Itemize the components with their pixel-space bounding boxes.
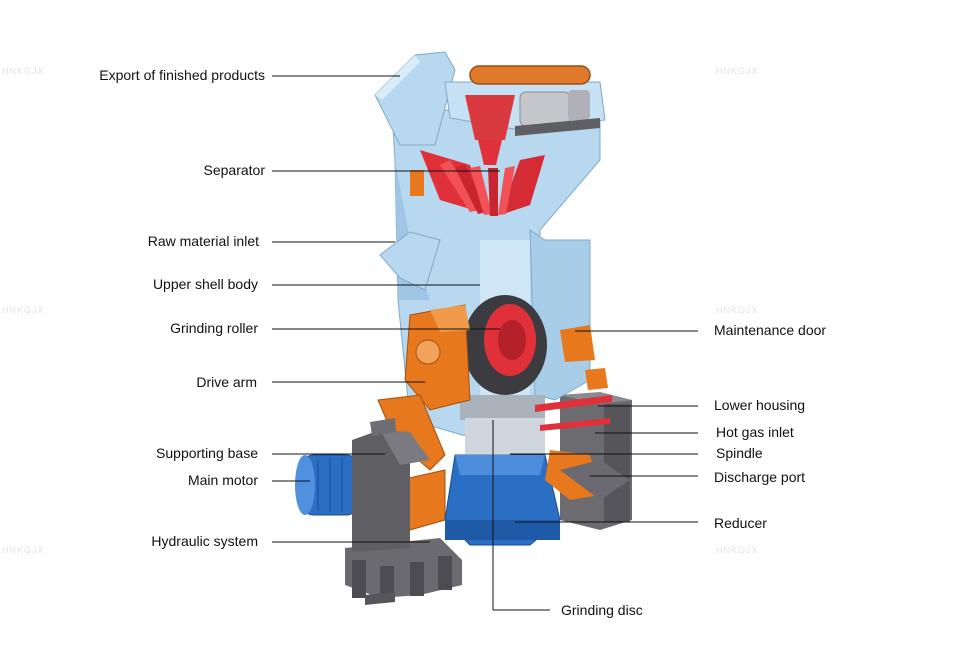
watermark: HNKGJX bbox=[716, 545, 759, 555]
label-lower-housing: Lower housing bbox=[714, 397, 806, 413]
label-spindle: Spindle bbox=[716, 445, 763, 461]
watermark: HNKGJX bbox=[2, 66, 45, 76]
reducer-body bbox=[444, 454, 561, 546]
label-grinding-roller: Grinding roller bbox=[170, 320, 258, 336]
label-maintenance-door: Maintenance door bbox=[714, 322, 827, 338]
watermark: HNKGJX bbox=[716, 305, 759, 315]
label-discharge-port: Discharge port bbox=[714, 469, 806, 485]
drive-arm bbox=[377, 304, 608, 531]
label-hot-gas-inlet: Hot gas inlet bbox=[716, 424, 794, 440]
label-upper-shell-body: Upper shell body bbox=[152, 276, 258, 292]
separator-drive bbox=[469, 65, 600, 136]
supporting-base bbox=[352, 418, 430, 552]
watermark: HNKGJX bbox=[2, 545, 45, 555]
discharge-port-shape bbox=[545, 450, 630, 500]
label-supporting-base: Supporting base bbox=[156, 445, 258, 461]
foundation-frame bbox=[345, 538, 462, 605]
watermark: HNKGJX bbox=[2, 305, 45, 315]
label-drive-arm: Drive arm bbox=[196, 374, 257, 390]
label-reducer: Reducer bbox=[714, 515, 767, 531]
grinding-assembly bbox=[460, 295, 547, 454]
watermark: HNKGJX bbox=[716, 66, 759, 76]
separator-rotor bbox=[410, 95, 545, 216]
label-hydraulic-system: Hydraulic system bbox=[151, 533, 258, 549]
label-raw-material-inlet: Raw material inlet bbox=[147, 233, 259, 249]
label-grinding-disc: Grinding disc bbox=[561, 602, 643, 618]
leader-lines bbox=[272, 75, 698, 611]
lower-housing-trim bbox=[535, 395, 612, 431]
label-separator: Separator bbox=[203, 162, 265, 178]
label-export-of-finished-products: Export of finished products bbox=[99, 67, 265, 83]
label-main-motor: Main motor bbox=[187, 472, 258, 488]
